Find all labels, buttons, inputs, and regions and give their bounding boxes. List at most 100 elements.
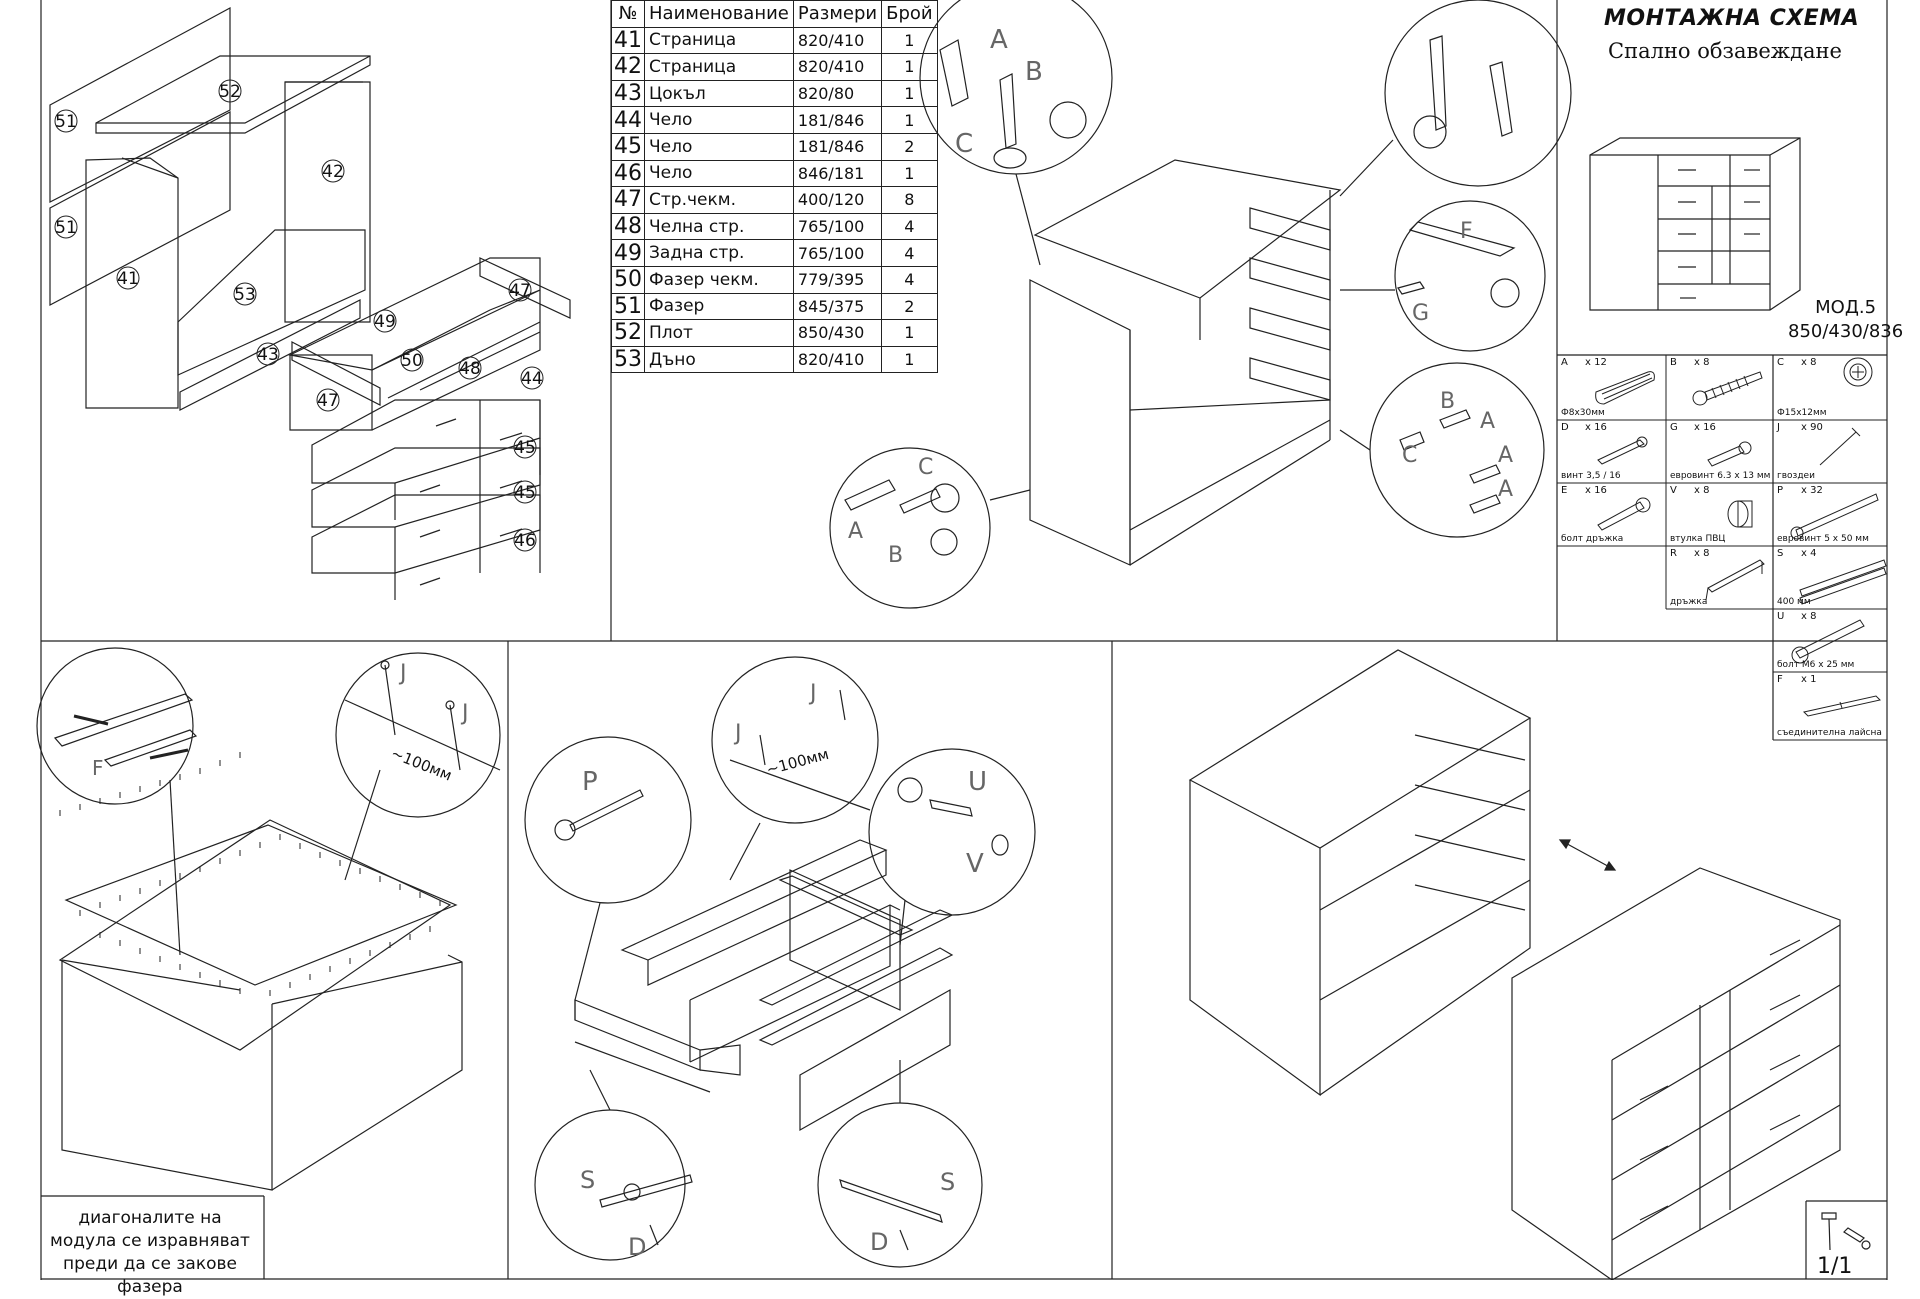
part-size: 820/410	[792, 53, 883, 81]
callout-j2: J	[460, 701, 469, 726]
part-number: 50	[611, 265, 645, 294]
hardware-letter: E	[1561, 485, 1568, 496]
part-label-47a: 47	[509, 281, 531, 301]
drawer-detail-circles	[524, 656, 1036, 1268]
part-number: 43	[611, 79, 645, 108]
part-name: Цокъл	[644, 79, 794, 108]
part-size: 181/846	[792, 132, 883, 161]
strip-detail	[36, 647, 198, 805]
part-qty: 8	[881, 186, 938, 214]
part-qty: 1	[881, 106, 938, 134]
hardware-qty: x 4	[1801, 548, 1817, 559]
cam-lock-icon	[1843, 357, 1873, 387]
callout-b: B	[1025, 57, 1043, 87]
final-assembly	[1188, 649, 1841, 1280]
callout-a3: A	[1498, 443, 1513, 468]
part-label-45a: 45	[514, 438, 536, 458]
part-size: 765/100	[792, 239, 883, 267]
part-label-51b: 51	[55, 218, 77, 238]
part-number: 52	[611, 319, 645, 347]
callout-j4: J	[808, 681, 817, 706]
screw-icon	[1597, 436, 1648, 465]
hardware-caption: болт М6 x 25 мм	[1777, 660, 1855, 670]
connector-strip-icon	[1803, 695, 1881, 717]
part-name: Фазер	[644, 292, 794, 321]
hardware-grid	[1556, 355, 1887, 741]
callout-j3: J	[733, 721, 742, 746]
part-name: Страница	[644, 53, 794, 81]
part-qty: 1	[881, 53, 938, 81]
hardware-qty: x 8	[1694, 357, 1710, 368]
col-name: Наименование	[644, 0, 794, 28]
part-number: 46	[611, 159, 645, 188]
part-name: Страница	[644, 26, 794, 55]
hardware-letter: S	[1777, 548, 1784, 559]
hardware-caption: съединителна лайсна	[1777, 728, 1882, 738]
model-name: МОД.5	[1815, 297, 1877, 318]
hardware-letter: F	[1777, 674, 1783, 685]
callout-s: S	[580, 1166, 595, 1194]
callout-s2: S	[940, 1168, 955, 1196]
callout-f2: F	[92, 756, 104, 780]
part-number: 53	[611, 345, 645, 374]
page-number: 1/1	[1817, 1254, 1853, 1279]
hardware-letter: V	[1670, 485, 1677, 496]
tools-icon	[1821, 1212, 1871, 1251]
hardware-qty: x 16	[1585, 485, 1607, 496]
part-number: 47	[611, 186, 645, 214]
hardware-letter: A	[1561, 357, 1568, 368]
part-label-49: 49	[374, 312, 396, 332]
detail-circles-top	[829, 0, 1572, 609]
hardware-caption: болт дръжка	[1561, 534, 1624, 544]
callout-b2: B	[1440, 389, 1455, 414]
hardware-caption: 400 мм	[1777, 597, 1811, 607]
part-label-53: 53	[234, 285, 256, 305]
callout-b3: B	[888, 543, 903, 568]
part-size: 820/410	[792, 26, 883, 55]
part-name: Стр.чекм.	[644, 186, 794, 214]
part-qty: 1	[881, 26, 938, 55]
cam-bolt-icon	[1692, 371, 1763, 406]
handle-icon	[1705, 559, 1765, 601]
hardware-caption: втулка ПВЦ	[1670, 534, 1726, 544]
parts-table-header: № Наименование Размери Брой	[611, 0, 938, 28]
page-subtitle: Спално обзавеждане	[1608, 39, 1842, 63]
callout-u: U	[968, 767, 987, 797]
callout-a4: A	[1498, 477, 1513, 502]
hardware-qty: x 8	[1801, 357, 1817, 368]
hardware-letter: U	[1777, 611, 1785, 622]
callout-c3: C	[918, 455, 933, 480]
col-size: Размери	[792, 0, 883, 28]
part-size: 400/120	[792, 186, 883, 214]
part-label-51a: 51	[55, 112, 77, 132]
model-dims: 850/430/836	[1788, 321, 1904, 342]
part-name: Задна стр.	[644, 239, 794, 267]
part-name: Челна стр.	[644, 212, 794, 241]
hardware-letter: G	[1670, 422, 1678, 433]
callout-d: D	[628, 1233, 646, 1261]
hardware-caption: дръжка	[1670, 597, 1708, 607]
part-qty: 2	[881, 132, 938, 161]
part-size: 846/181	[792, 159, 883, 188]
part-size: 820/80	[792, 79, 883, 108]
part-qty: 4	[881, 239, 938, 267]
part-name: Чело	[644, 132, 794, 161]
pvc-bushing-icon	[1727, 500, 1753, 528]
hardware-letter: P	[1777, 485, 1784, 496]
hardware-caption: Ф15x12мм	[1777, 408, 1827, 418]
part-size: 779/395	[792, 265, 883, 294]
model-label: МОД.5 850/430/836	[1788, 296, 1903, 344]
